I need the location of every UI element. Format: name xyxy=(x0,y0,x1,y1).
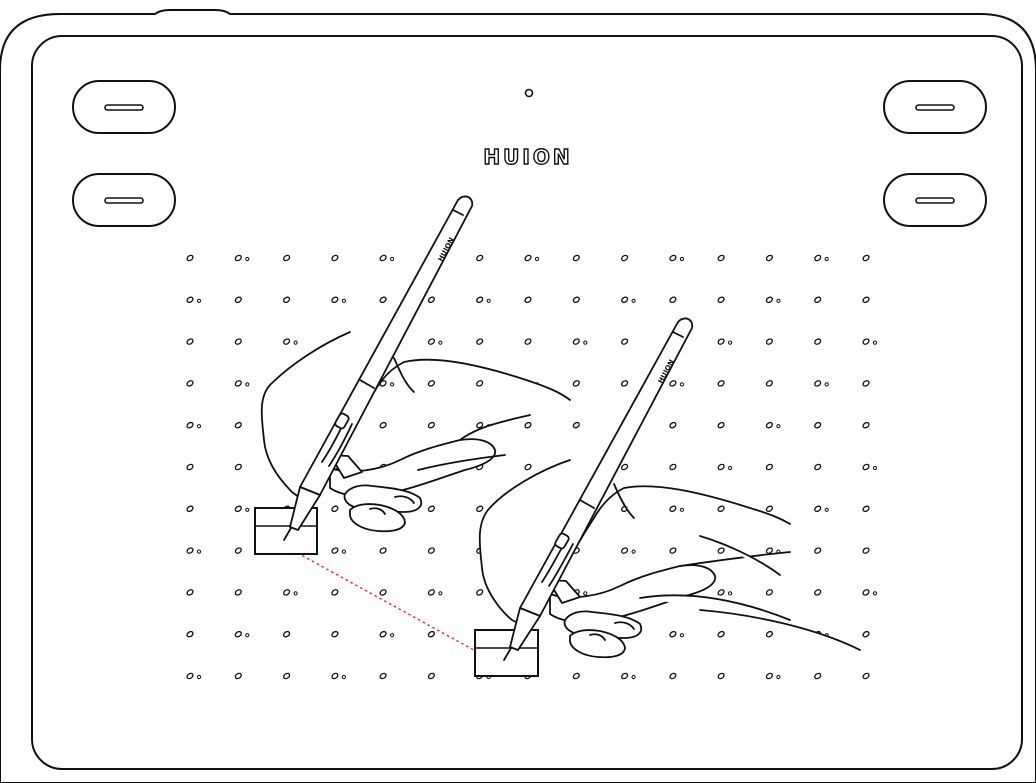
express-key-top-right[interactable] xyxy=(884,81,986,133)
express-key-top-left[interactable] xyxy=(73,81,175,133)
express-key-middle-left[interactable] xyxy=(73,174,175,226)
object-box-end xyxy=(475,630,538,676)
express-key-middle-right[interactable] xyxy=(884,174,986,226)
tablet-brand-logo: HUION xyxy=(483,145,572,169)
